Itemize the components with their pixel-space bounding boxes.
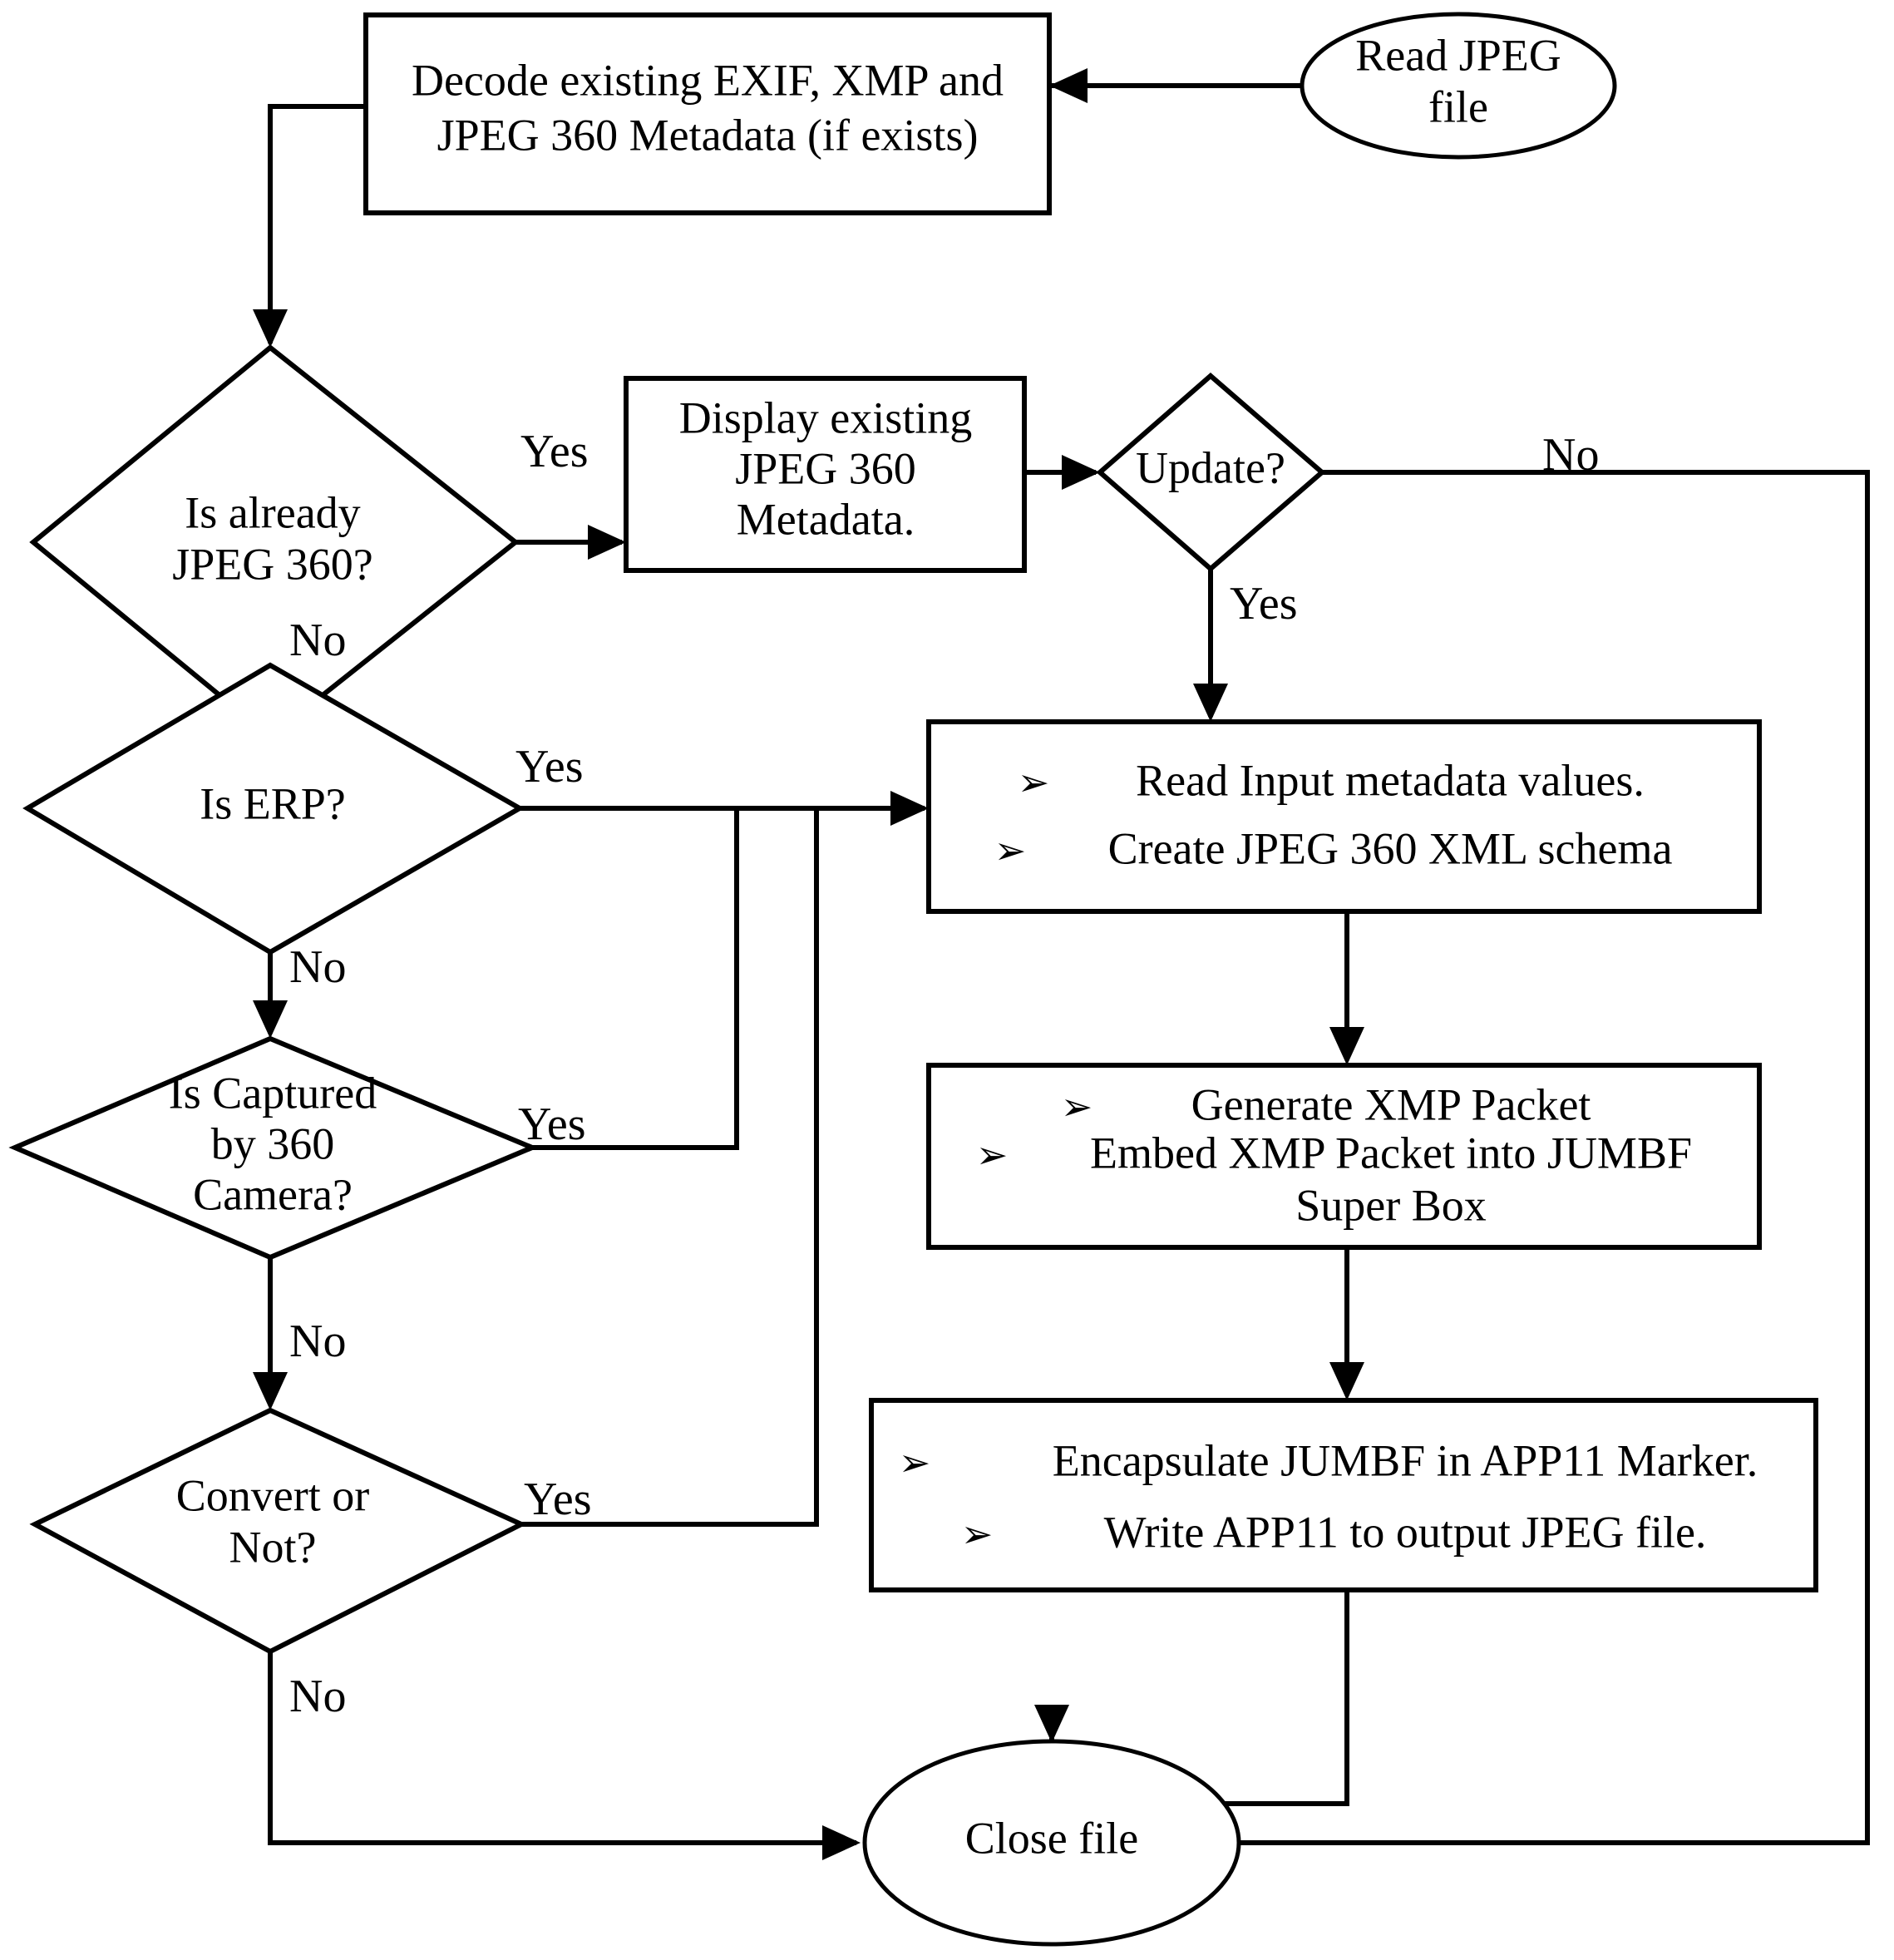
arrowhead-readinput-to-generate (1329, 1027, 1364, 1065)
edge-label-convert-no: No (289, 1671, 346, 1722)
node-read-jpeg-file-line-1: file (1428, 81, 1488, 131)
edge-label-update-yes: Yes (1230, 578, 1297, 629)
bullet-arrow-icon: ➢ (961, 1512, 994, 1557)
edge-label-erp-yes: Yes (515, 741, 583, 792)
arrowhead-erp-yes (890, 791, 929, 826)
node-close-file-line-0: Close file (965, 1813, 1138, 1863)
edge-label-update-no: No (1542, 429, 1599, 481)
edge-label-isalready-yes: Yes (520, 426, 588, 477)
edge-update-no (1121, 470, 1870, 1845)
node-convert-or-not[interactable] (29, 1407, 527, 1655)
bullet-arrow-icon: ➢ (976, 1133, 1009, 1177)
node-encapsulate-jumbf[interactable] (869, 1398, 1818, 1592)
node-read-input-metadata-bullet-0: Read Input metadata values. (1136, 755, 1645, 805)
node-is-captured-360[interactable] (8, 1035, 539, 1261)
node-encapsulate-jumbf-bullet-1: Write APP11 to output JPEG file. (1104, 1507, 1707, 1557)
node-display-existing-metadata-line-2: Metadata. (737, 494, 915, 544)
bullet-arrow-icon: ➢ (1061, 1084, 1093, 1129)
edge-label-convert-yes: Yes (524, 1474, 591, 1525)
edge-convert-yes (521, 808, 819, 1527)
bullet-arrow-icon: ➢ (994, 828, 1027, 873)
node-read-input-metadata-bullet-1: Create JPEG 360 XML schema (1108, 823, 1673, 873)
node-is-erp-line-0: Is ERP? (200, 778, 346, 828)
node-generate-xmp-packet-bullet-1: Embed XMP Packet into JUMBF (1090, 1128, 1692, 1177)
node-is-captured-360-line-0: Is Captured (169, 1068, 377, 1118)
node-encapsulate-jumbf-bullet-0: Encapsulate JUMBF in APP11 Marker. (1053, 1435, 1758, 1485)
node-generate-xmp-packet-bullet-0: Generate XMP Packet (1191, 1079, 1591, 1129)
arrowhead-encapsulate-to-close (1034, 1705, 1069, 1743)
node-is-already-jpeg360-line-0: Is already (185, 487, 360, 537)
arrowhead-isalready-yes (588, 525, 626, 560)
node-is-already-jpeg360-line-1: JPEG 360? (172, 539, 373, 589)
node-display-existing-metadata-line-1: JPEG 360 (735, 443, 916, 493)
node-read-input-metadata[interactable] (926, 719, 1762, 914)
node-read-jpeg-file-line-0: Read JPEG (1355, 30, 1561, 80)
edge-captured-yes (532, 808, 739, 1150)
arrowhead-decode-to-isalready (253, 309, 288, 348)
arrowhead-read-to-decode (1049, 68, 1088, 103)
edge-label-captured-yes: Yes (518, 1098, 585, 1150)
arrowhead-display-to-update (1062, 455, 1100, 490)
arrowhead-update-yes (1193, 684, 1228, 722)
node-decode-metadata-line-1: JPEG 360 Metadata (if exists) (437, 110, 979, 160)
bullet-arrow-icon: ➢ (1018, 760, 1050, 805)
arrowhead-convert-no (822, 1825, 861, 1860)
node-generate-xmp-packet-line-0: Super Box (1295, 1180, 1487, 1230)
node-display-existing-metadata-line-0: Display existing (679, 392, 972, 442)
node-update-decision-line-0: Update? (1136, 442, 1285, 492)
node-read-jpeg-file[interactable] (1300, 12, 1617, 160)
node-display-existing-metadata[interactable] (624, 376, 1027, 573)
node-convert-or-not-line-1: Not? (229, 1522, 317, 1572)
node-update-decision[interactable] (1096, 373, 1326, 572)
node-convert-or-not-line-0: Convert or (176, 1470, 369, 1520)
arrowhead-captured-no (253, 1372, 288, 1410)
node-generate-xmp-packet[interactable] (926, 1063, 1762, 1250)
edge-convert-no (268, 1651, 856, 1845)
arrowhead-erp-no (253, 1000, 288, 1039)
node-close-file[interactable] (862, 1739, 1241, 1947)
arrowhead-generate-to-encapsulate (1329, 1362, 1364, 1400)
node-is-captured-360-line-2: Camera? (193, 1169, 353, 1219)
edge-decode-to-isalready (268, 104, 366, 343)
bullet-arrow-icon: ➢ (899, 1440, 931, 1485)
edge-label-erp-no: No (289, 941, 346, 993)
node-is-captured-360-line-1: by 360 (211, 1118, 335, 1168)
edge-label-captured-no: No (289, 1316, 346, 1367)
node-decode-metadata[interactable] (363, 12, 1052, 215)
node-is-erp[interactable] (22, 662, 525, 955)
node-decode-metadata-line-0: Decode existing EXIF, XMP and (412, 55, 1004, 105)
edge-label-isalready-no: No (289, 615, 346, 666)
